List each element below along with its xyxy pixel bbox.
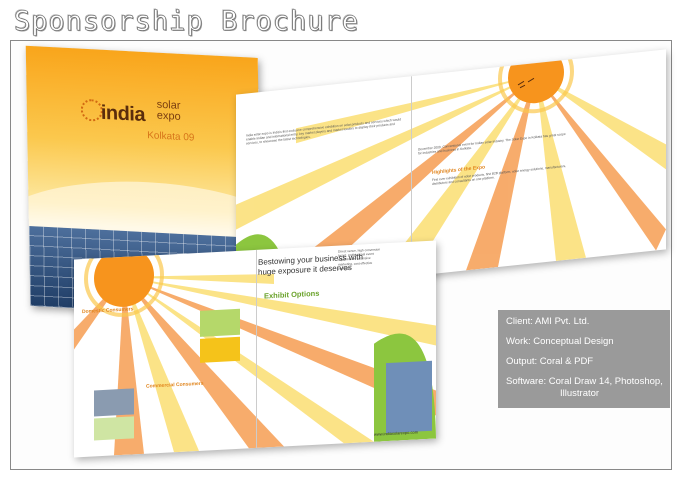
cover-logo: india solar expo Kolkata 09 <box>100 99 195 144</box>
software-line-1: Software: Coral Draw 14, Photoshop, <box>506 376 663 387</box>
logo-india: india <box>100 101 146 127</box>
client-label: Client: AMI Pvt. Ltd. <box>506 316 590 327</box>
page-title: Sponsorship Brochure <box>14 6 360 38</box>
sun-rays-bottom <box>74 240 436 456</box>
venue-text: Direct venue, high conversion target, pr… <box>338 247 380 271</box>
software-label: Software: Coral Draw 14, Photoshop, Illu… <box>506 376 664 400</box>
logo-expo: expo <box>156 109 181 123</box>
output-label: Output: Coral & PDF <box>506 356 594 367</box>
brochure-spread-top: India solar expo is India's first exclus… <box>236 49 666 295</box>
sun-rays-top <box>236 49 666 295</box>
sun-logo-icon <box>80 98 103 122</box>
software-line-2: Illustrator <box>560 388 600 399</box>
logo-subtitle: Kolkata 09 <box>147 130 195 144</box>
brochure-spread-bottom: Domestic Consumers Commercial Consumers … <box>74 240 436 458</box>
project-info-panel: Client: AMI Pvt. Ltd. Work: Conceptual D… <box>498 310 670 408</box>
work-label: Work: Conceptual Design <box>506 336 614 347</box>
fold-line-bottom <box>256 249 257 448</box>
